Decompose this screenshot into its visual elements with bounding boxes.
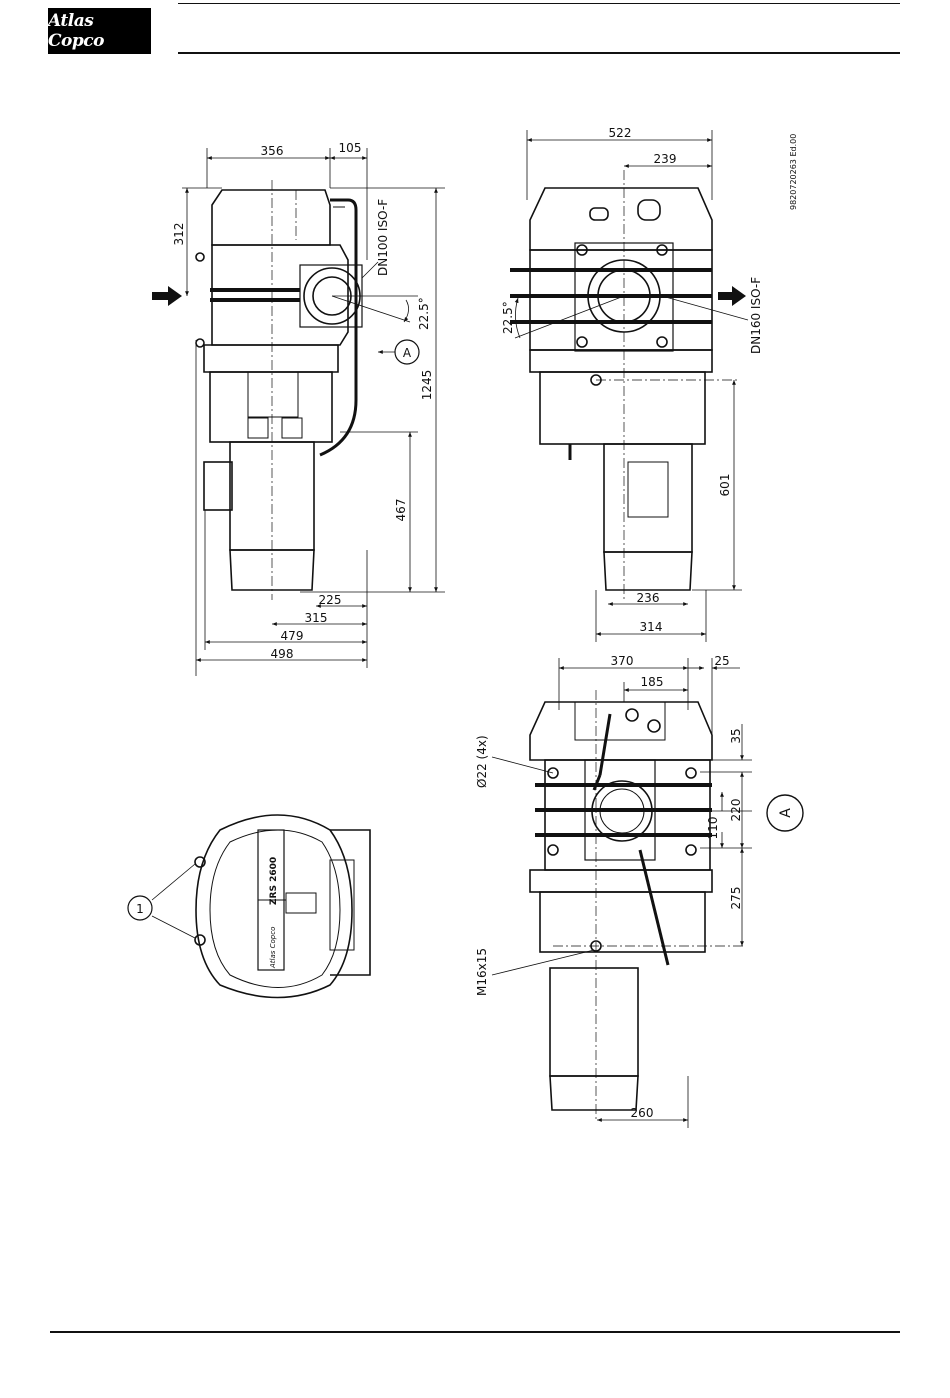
- svg-text:1: 1: [136, 902, 144, 916]
- bottom-callout-a: A: [767, 795, 803, 831]
- dim-1245: 1245: [420, 370, 434, 401]
- side-angle-label: 22.5°: [417, 297, 431, 330]
- top-callout-1: 1: [128, 896, 152, 920]
- dim-185: 185: [641, 675, 664, 689]
- dim-601: 601: [718, 474, 732, 497]
- side-inlet-label: DN100 ISO-F: [376, 199, 390, 276]
- front-gearbox: [540, 372, 705, 444]
- front-motor: [604, 444, 692, 552]
- bottom-mid-housing: [545, 760, 710, 870]
- side-lower-housing: [204, 345, 338, 372]
- dim-498: 498: [271, 647, 294, 661]
- bottom-motor: [550, 968, 638, 1076]
- dim-260: 260: [631, 1106, 654, 1120]
- front-outlet-arrow: [718, 286, 746, 306]
- dim-236: 236: [637, 591, 660, 605]
- dim-315: 315: [305, 611, 328, 625]
- top-plate-model: ZRS 2600: [269, 857, 279, 905]
- dim-314: 314: [640, 620, 663, 634]
- dim-25: 25: [714, 654, 729, 668]
- top-plate-brand: Atlas Copco: [269, 927, 277, 969]
- dim-35: 35: [729, 728, 743, 743]
- front-view: [510, 170, 740, 600]
- front-lower-housing: [530, 350, 712, 372]
- bottom-lower-housing: [530, 870, 712, 892]
- dim-275: 275: [729, 887, 743, 910]
- front-angle-label: 22.5°: [501, 301, 515, 334]
- top-side-block: [330, 830, 370, 975]
- drawing-reference: 9820720263 Ed.00: [789, 134, 798, 210]
- svg-text:A: A: [778, 808, 794, 818]
- side-gearbox: [210, 372, 332, 442]
- side-view: [196, 180, 362, 600]
- front-motor-end: [604, 552, 692, 590]
- top-view: [195, 815, 370, 998]
- side-mid-housing: [212, 245, 348, 345]
- dim-105: 105: [339, 141, 362, 155]
- front-outlet-label: DN160 ISO-F: [749, 277, 763, 354]
- dim-356: 356: [261, 144, 284, 158]
- side-upper-housing: [212, 190, 330, 245]
- dim-522: 522: [609, 126, 632, 140]
- side-inlet-arrow: [152, 286, 182, 306]
- svg-text:A: A: [403, 346, 412, 360]
- dim-370: 370: [611, 654, 634, 668]
- bottom-gearbox: [540, 892, 705, 952]
- bottom-hole-label: Ø22 (4x): [475, 735, 489, 788]
- front-mid-housing: [530, 250, 712, 350]
- side-callout-a: A: [395, 340, 419, 364]
- dim-225: 225: [319, 593, 342, 607]
- dim-479: 479: [281, 629, 304, 643]
- dim-220: 220: [729, 799, 743, 822]
- bottom-top-housing: [530, 702, 712, 760]
- front-top-housing: [530, 188, 712, 250]
- bottom-thread-label: M16x15: [475, 948, 489, 996]
- dim-467: 467: [394, 499, 408, 522]
- dim-239: 239: [654, 152, 677, 166]
- bottom-motor-end: [550, 1076, 638, 1110]
- dim-110: 110: [706, 817, 720, 840]
- bottom-view: [530, 690, 745, 1120]
- side-terminal-box: [204, 462, 232, 510]
- dim-312: 312: [172, 223, 186, 246]
